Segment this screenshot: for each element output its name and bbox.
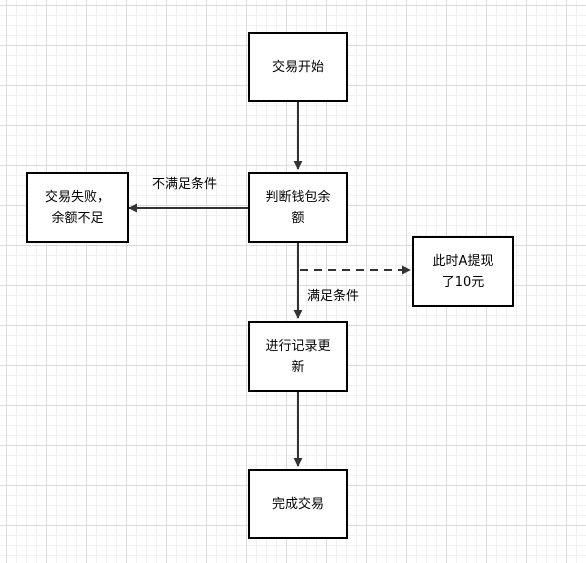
label-not-satisfied: 不满足条件 (152, 177, 218, 192)
node-update-record[interactable]: 进行记录更 新 (248, 321, 348, 392)
node-check-balance[interactable]: 判断钱包余 额 (248, 172, 348, 243)
node-complete[interactable]: 完成交易 (248, 469, 348, 539)
node-fail[interactable]: 交易失败， 余额不足 (26, 172, 129, 243)
node-withdraw[interactable]: 此时A提现 了10元 (412, 236, 514, 307)
node-start[interactable]: 交易开始 (248, 32, 348, 102)
label-satisfied: 满足条件 (307, 289, 360, 304)
